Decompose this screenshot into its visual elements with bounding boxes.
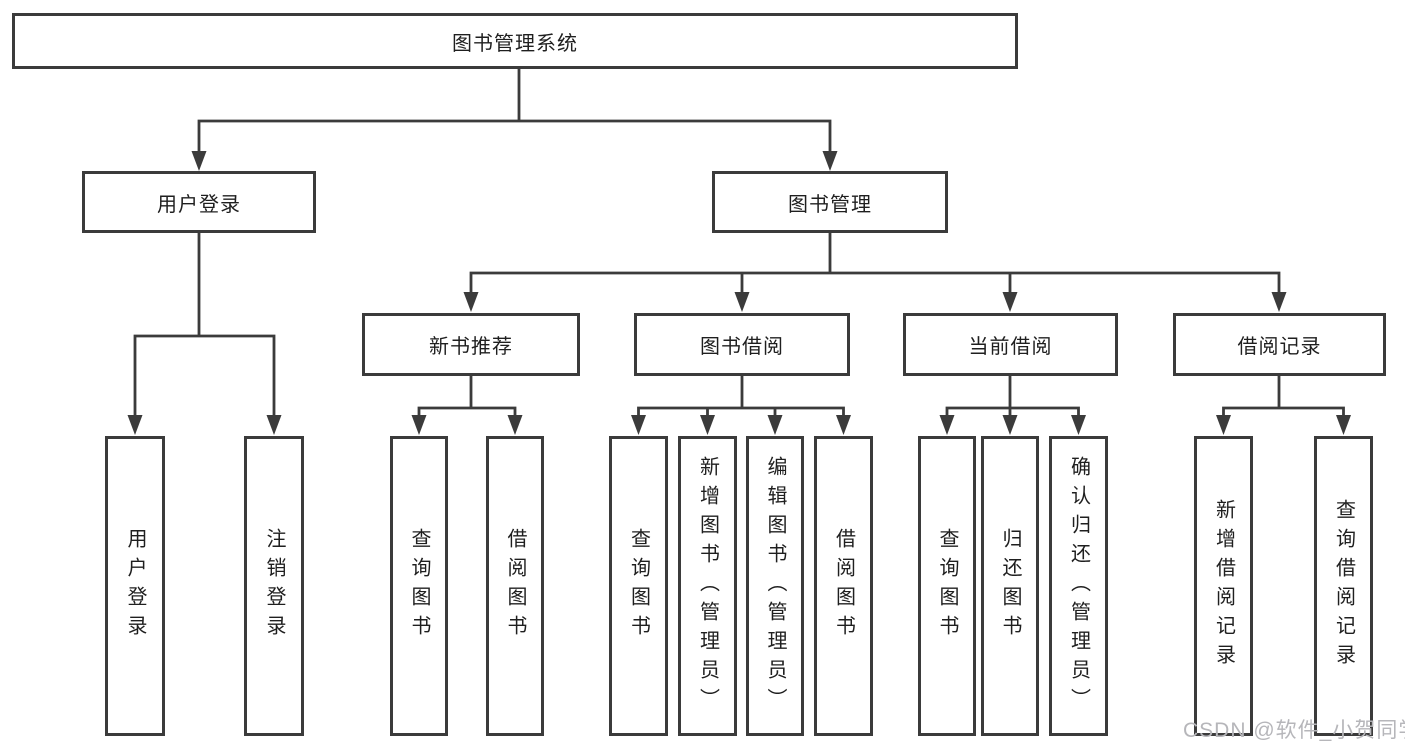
leaf-logout: 注销登录 (244, 436, 304, 736)
arrowhead-icon (822, 151, 838, 171)
arrowhead-icon (1271, 292, 1287, 312)
leaf-label: 查询图书 (936, 528, 958, 644)
leaf-br-add-record: 新增借阅记录 (1194, 436, 1253, 736)
arrowhead-icon (191, 151, 207, 171)
arrowhead-icon (700, 415, 715, 435)
arrowhead-icon (767, 415, 783, 435)
leaf-cb-return-books: 归还图书 (981, 436, 1039, 736)
arrowhead-icon (1336, 415, 1351, 435)
node-label: 图书管理系统 (452, 32, 578, 55)
node-new-book-recommend: 新书推荐 (362, 313, 580, 376)
node-current-borrowing: 当前借阅 (903, 313, 1118, 376)
arrowhead-icon (507, 415, 523, 435)
node-book-borrowing: 图书借阅 (634, 313, 850, 376)
node-user-login: 用户登录 (82, 171, 316, 233)
leaf-br-query-record: 查询借阅记录 (1314, 436, 1373, 736)
leaf-nbr-query-books: 查询图书 (390, 436, 448, 736)
leaf-label: 查询图书 (408, 528, 430, 644)
leaf-label: 新增借阅记录 (1212, 499, 1235, 673)
arrowhead-icon (1216, 415, 1231, 435)
arrowhead-icon (631, 415, 646, 435)
leaf-label: 借阅图书 (832, 528, 855, 644)
node-library-management-system: 图书管理系统 (12, 13, 1018, 69)
arrowhead-icon (734, 292, 750, 312)
node-label: 图书借阅 (700, 336, 784, 358)
node-borrowing-records: 借阅记录 (1173, 313, 1386, 376)
leaf-bb-query-books: 查询图书 (609, 436, 668, 736)
arrowhead-icon (411, 415, 427, 435)
node-label: 当前借阅 (968, 336, 1053, 358)
leaf-label: 确认归还（管理员） (1067, 455, 1090, 717)
node-label: 图书管理 (788, 193, 872, 216)
arrowhead-icon (266, 415, 282, 435)
arrowhead-icon (939, 415, 955, 435)
arrowhead-icon (463, 292, 479, 312)
leaf-label: 归还图书 (999, 528, 1021, 644)
node-book-management: 图书管理 (712, 171, 948, 233)
leaf-label: 查询借阅记录 (1332, 499, 1355, 673)
node-label: 新书推荐 (429, 336, 513, 358)
leaf-label: 借阅图书 (504, 528, 526, 644)
node-label: 借阅记录 (1237, 336, 1322, 358)
leaf-label: 注销登录 (263, 528, 285, 644)
arrowhead-icon (1071, 415, 1086, 435)
csdn-watermark: CSDN @软件_小贺同学 (1183, 719, 1405, 742)
leaf-nbr-borrow-books: 借阅图书 (486, 436, 544, 736)
leaf-label: 编辑图书（管理员） (764, 455, 786, 717)
leaf-bb-borrow-books: 借阅图书 (814, 436, 873, 736)
leaf-user-login: 用户登录 (105, 436, 165, 736)
node-label: 用户登录 (157, 193, 241, 216)
arrowhead-icon (836, 415, 851, 435)
arrowhead-icon (1002, 415, 1018, 435)
leaf-bb-edit-books-admin: 编辑图书（管理员） (746, 436, 804, 736)
leaf-bb-add-books-admin: 新增图书（管理员） (678, 436, 737, 736)
arrowhead-icon (127, 415, 143, 435)
leaf-label: 查询图书 (627, 528, 650, 644)
leaf-cb-query-books: 查询图书 (918, 436, 976, 736)
leaf-cb-confirm-return-admin: 确认归还（管理员） (1049, 436, 1108, 736)
leaf-label: 用户登录 (124, 528, 146, 644)
arrowhead-icon (1002, 292, 1018, 312)
leaf-label: 新增图书（管理员） (696, 455, 719, 717)
